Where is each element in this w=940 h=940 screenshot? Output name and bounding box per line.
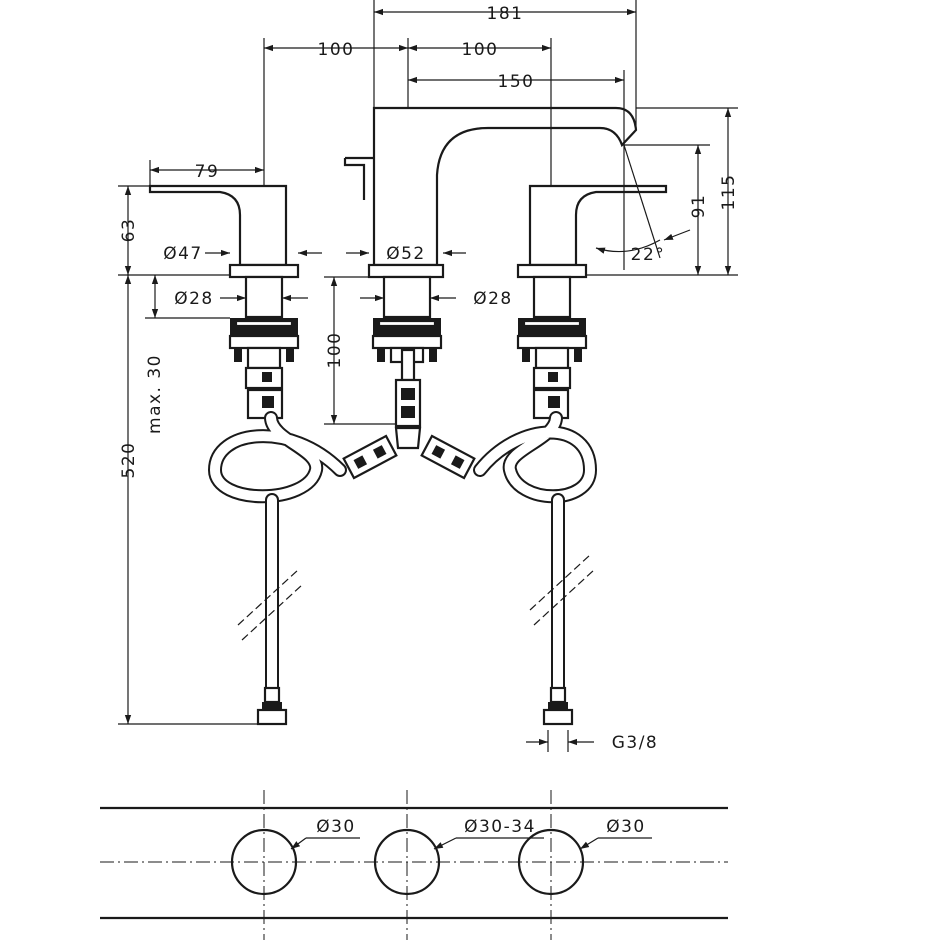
dim-angle-22: 22° [631,245,666,265]
left-hose [207,411,398,697]
dimension-lines [118,0,738,752]
right-hose [420,411,598,697]
dim-79: 79 [195,162,220,182]
hose-fittings [256,686,574,726]
spout-base-plate [367,263,445,279]
plan-label-middle: Ø30-34 [464,817,536,837]
hole-left [230,828,298,896]
dim-max-30: max. 30 [145,354,165,434]
dim-100-right: 100 [462,40,499,60]
spout-body [343,106,638,319]
dim-100-vertical: 100 [325,332,345,369]
dim-g38: G3/8 [612,733,659,753]
right-shank [532,275,572,319]
dim-150: 150 [498,72,535,92]
mounting-nuts [228,318,588,370]
plan-view: Ø30 Ø30-34 Ø30 [100,790,728,940]
dim-63: 63 [119,218,139,243]
hole-right [517,828,585,896]
dim-100-left: 100 [318,40,355,60]
hole-middle [373,828,441,896]
spout-shank [382,275,432,319]
plan-label-left: Ø30 [316,817,356,837]
left-shank [244,275,284,319]
left-base-plate [228,263,300,279]
dimension-texts: 181 100 100 150 79 63 Ø47 Ø52 Ø28 Ø28 91… [119,4,739,753]
plan-label-right: Ø30 [606,817,646,837]
dim-520: 520 [119,442,139,479]
left-handle [148,184,300,319]
dim-181: 181 [487,4,524,24]
dim-diam-28-left: Ø28 [174,289,214,309]
dim-diam-47: Ø47 [163,244,203,264]
right-handle [516,184,668,319]
dim-diam-52: Ø52 [386,244,426,264]
dim-diam-28-right: Ø28 [473,289,513,309]
right-base-plate [516,263,588,279]
dim-91: 91 [689,194,709,219]
break-marks [237,554,595,641]
dim-115: 115 [719,174,739,211]
